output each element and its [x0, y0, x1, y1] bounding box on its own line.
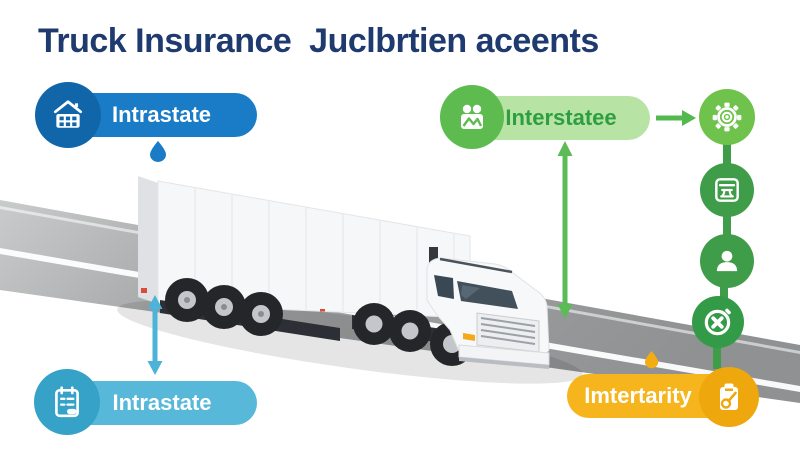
badge-intermodal-label: Imtertarity [584, 383, 692, 408]
truck-illustration [138, 176, 550, 369]
tractor-wheels [353, 303, 474, 366]
blue-double-arrow [147, 295, 163, 375]
page-title: Truck Insurance Juclbrtien aceents [38, 22, 599, 60]
people-icon [440, 85, 504, 149]
green-right-arrow [656, 110, 696, 126]
clipboard-icon [34, 369, 100, 435]
bank-icon [35, 82, 101, 148]
badge-interstate-label: Interstatee [505, 105, 617, 130]
badge-intrastate-top-label: Intrastate [111, 102, 212, 127]
yellow-droplet-marker [645, 351, 659, 369]
badge-intrastate-bottom-label: Intrastate [112, 390, 212, 415]
clipboard-gauge-icon [699, 367, 759, 427]
gear-icon [699, 89, 755, 145]
blue-droplet-marker [150, 141, 166, 162]
rail-connectors [713, 143, 731, 369]
green-double-arrow [557, 141, 573, 319]
terminal-icon [700, 163, 754, 217]
person-icon [700, 234, 754, 288]
x-circle-icon [692, 296, 744, 348]
trailer-wheels [165, 278, 283, 336]
